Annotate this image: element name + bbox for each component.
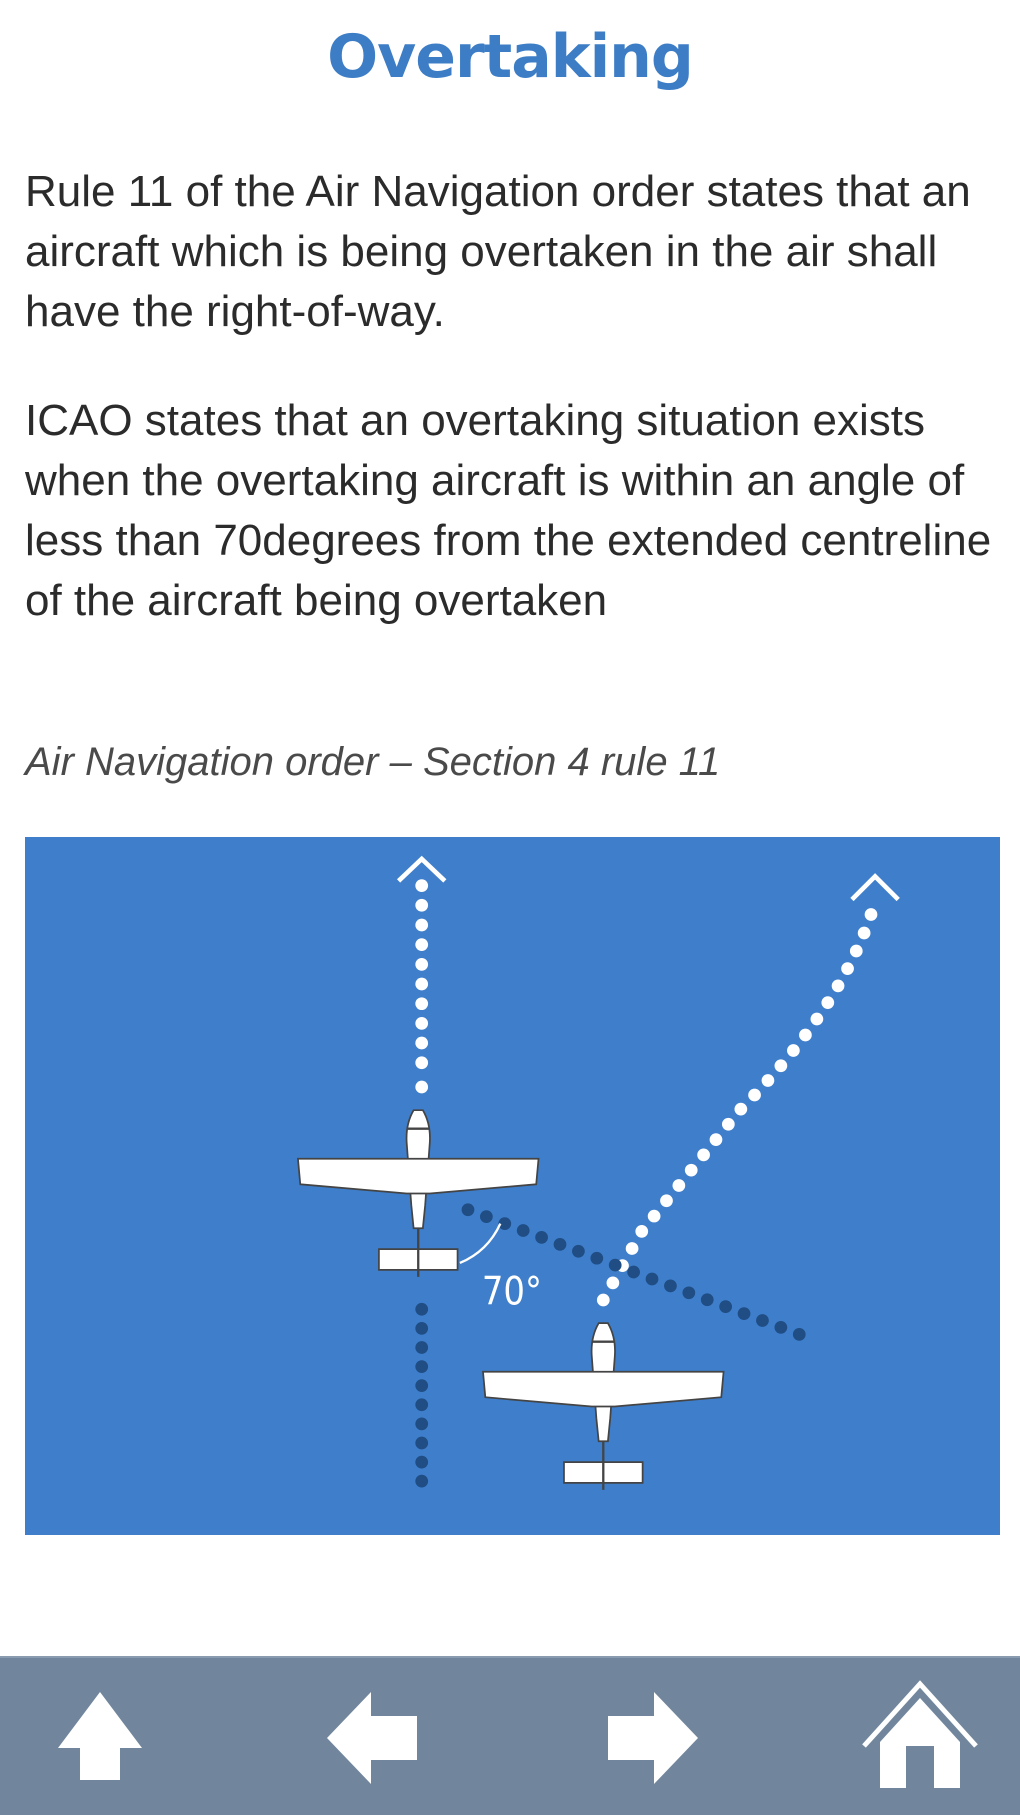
bottom-nav	[0, 1656, 1020, 1815]
next-button[interactable]	[600, 1688, 700, 1788]
white-track-curve	[596, 895, 882, 1307]
arrow-right-icon	[608, 1692, 698, 1784]
source-caption: Air Navigation order – Section 4 rule 11	[25, 740, 721, 784]
rule-paragraph: Rule 11 of the Air Navigation order stat…	[25, 167, 971, 336]
arrowhead-straight	[396, 855, 447, 883]
home-icon	[862, 1680, 978, 1788]
angle-arc	[459, 1223, 502, 1265]
overtaking-diagram: 70°	[25, 837, 1000, 1535]
previous-button[interactable]	[325, 1688, 425, 1788]
page-title: Overtaking	[327, 22, 694, 92]
arrow-left-icon	[327, 1692, 417, 1784]
angle-label: 70°	[482, 1269, 542, 1315]
dark-track-70deg	[461, 1203, 819, 1346]
home-button[interactable]	[860, 1680, 980, 1790]
icao-paragraph: ICAO states that an overtaking situation…	[25, 396, 992, 625]
arrow-up-icon	[58, 1692, 142, 1780]
white-track-straight	[415, 879, 429, 1094]
arrowhead-curve	[850, 873, 900, 902]
up-button[interactable]	[50, 1688, 150, 1788]
